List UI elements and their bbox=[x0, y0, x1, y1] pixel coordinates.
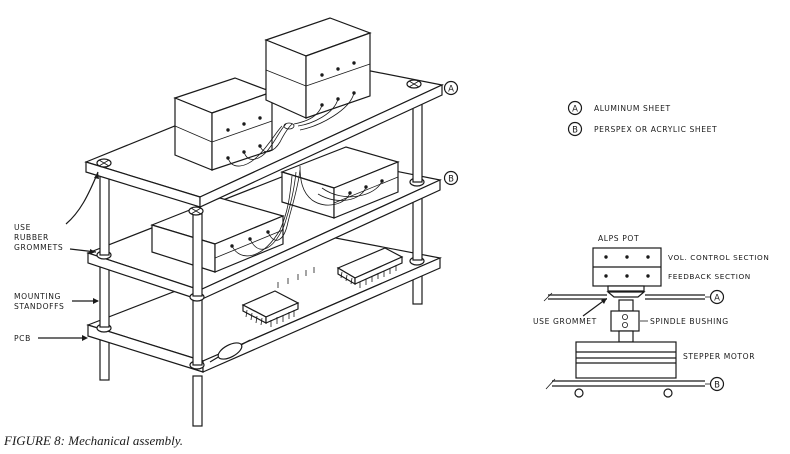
label-grommets: GROMMETS bbox=[14, 243, 63, 252]
label-use: USE bbox=[14, 223, 31, 232]
svg-text:PERSPEX OR ACRYLIC SHEET: PERSPEX OR ACRYLIC SHEET bbox=[594, 125, 717, 134]
svg-text:A: A bbox=[572, 104, 578, 114]
svg-text:ALUMINUM SHEET: ALUMINUM SHEET bbox=[594, 104, 671, 113]
pcb-pins bbox=[277, 267, 315, 288]
ic-chip-small bbox=[241, 290, 300, 327]
svg-text:B: B bbox=[448, 174, 454, 184]
top-pots bbox=[173, 17, 372, 171]
leg-front-left bbox=[99, 337, 110, 381]
svg-text:A: A bbox=[714, 293, 720, 303]
foot-right bbox=[663, 388, 673, 398]
detail-view: ALPS POT VOL. CONTROL SECTION FEEDBACK S… bbox=[533, 234, 769, 398]
screws bbox=[96, 79, 422, 216]
stepper-motor bbox=[575, 341, 677, 379]
label-feedback-section: FEEDBACK SECTION bbox=[668, 272, 751, 281]
pcb-components bbox=[96, 247, 425, 370]
resistor bbox=[209, 339, 251, 363]
leg-front-right bbox=[192, 375, 203, 427]
svg-text:A: A bbox=[448, 84, 454, 94]
svg-text:B: B bbox=[714, 380, 720, 390]
label-mounting: MOUNTING bbox=[14, 292, 61, 301]
ic-chip-large bbox=[336, 247, 404, 288]
label-use-grommet: USE GROMMET bbox=[533, 317, 597, 326]
label-standoffs: STANDOFFS bbox=[14, 302, 64, 311]
label-pcb: PCB bbox=[14, 334, 31, 343]
left-callouts: USE RUBBER GROMMETS MOUNTING STANDOFFS P… bbox=[14, 171, 99, 343]
legend-item-a: A ALUMINUM SHEET bbox=[567, 100, 671, 116]
mounting-standoffs-upper bbox=[99, 91, 423, 297]
label-stepper-motor: STEPPER MOTOR bbox=[683, 352, 755, 361]
legend-item-b: B PERSPEX OR ACRYLIC SHEET bbox=[567, 121, 717, 137]
pot-right bbox=[264, 17, 372, 119]
main-assembly: A B bbox=[84, 17, 459, 427]
svg-text:B: B bbox=[572, 125, 578, 135]
pot-bushing bbox=[607, 285, 645, 292]
assembly-marker-a: A bbox=[443, 80, 459, 96]
foot-left bbox=[574, 388, 584, 398]
top-wiring bbox=[227, 92, 355, 167]
spindle-bushing bbox=[610, 310, 640, 332]
figure-caption: FIGURE 8: Mechanical assembly. bbox=[3, 433, 183, 448]
label-spindle-bushing: SPINDLE BUSHING bbox=[650, 317, 729, 326]
legend: A ALUMINUM SHEET B PERSPEX OR ACRYLIC SH… bbox=[567, 100, 717, 137]
label-vol-section: VOL. CONTROL SECTION bbox=[668, 253, 769, 262]
label-alps-pot: ALPS POT bbox=[598, 234, 639, 243]
assembly-marker-b: B bbox=[443, 170, 459, 186]
label-rubber: RUBBER bbox=[14, 233, 49, 242]
